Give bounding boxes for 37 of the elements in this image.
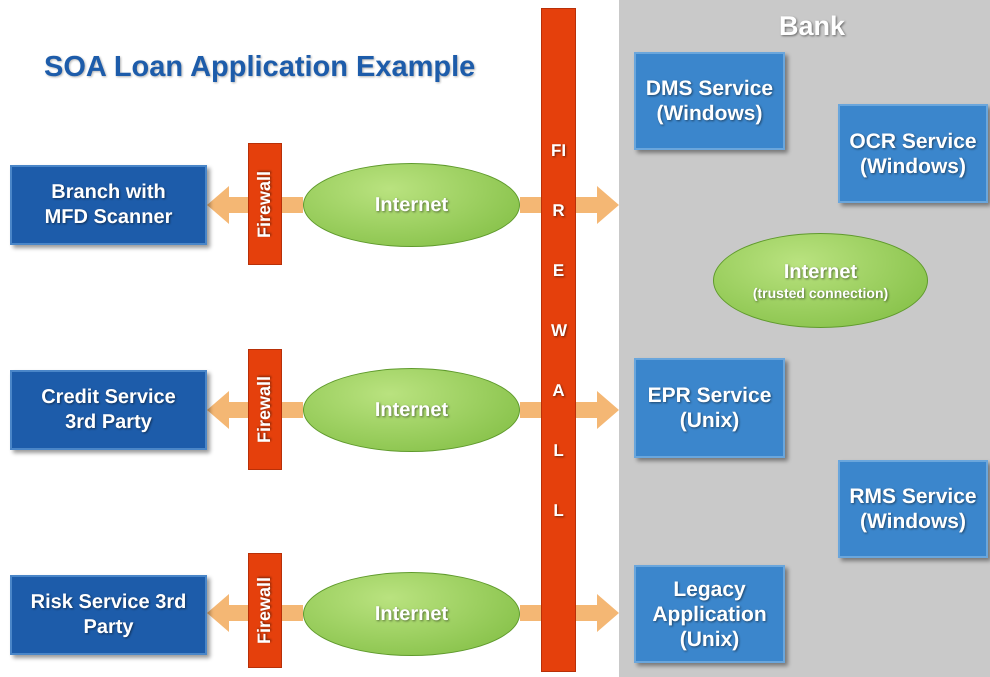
service-box xyxy=(634,358,785,458)
arrow xyxy=(207,391,248,429)
service-box xyxy=(10,370,207,450)
firewall-bar xyxy=(248,349,282,470)
ellipse-label: Internet xyxy=(374,193,448,217)
service-box xyxy=(634,52,785,150)
arrow xyxy=(207,186,248,224)
service-box xyxy=(10,165,207,245)
diagram-title: SOA Loan Application Example xyxy=(44,50,476,85)
box-label: Credit Service 3rd Party xyxy=(40,385,177,435)
arrow xyxy=(207,594,248,632)
arrow xyxy=(576,186,619,224)
ellipse-label: Internet xyxy=(784,260,858,284)
arrow xyxy=(576,391,619,429)
box-label: Legacy Application (Unix) xyxy=(651,576,768,652)
firewall-bar xyxy=(248,553,282,668)
arrow xyxy=(576,594,619,632)
box-label: OCR Service (Windows) xyxy=(848,128,978,178)
box-label: EPR Service (Unix) xyxy=(646,383,772,433)
box-label: Branch with MFD Scanner xyxy=(44,180,174,230)
firewall-label: Firewall xyxy=(254,576,276,644)
ellipse-label: Internet xyxy=(374,602,448,626)
box-label: DMS Service (Windows) xyxy=(644,76,774,126)
box-label: Risk Service 3rd Party xyxy=(30,590,186,640)
bank-area xyxy=(619,0,990,677)
service-box xyxy=(10,575,207,655)
ellipse-label: Internet xyxy=(374,398,448,422)
ellipse-label: (trusted connection) xyxy=(752,284,888,302)
firewall-bar xyxy=(248,143,282,265)
firewall-label: Firewall xyxy=(254,170,276,238)
service-box xyxy=(838,104,988,203)
service-box xyxy=(634,565,785,663)
service-box xyxy=(838,460,988,558)
box-label: RMS Service (Windows) xyxy=(848,484,978,534)
firewall-bar xyxy=(541,8,576,672)
firewall-label: Firewall xyxy=(254,376,276,444)
area-heading: Bank xyxy=(779,10,846,42)
